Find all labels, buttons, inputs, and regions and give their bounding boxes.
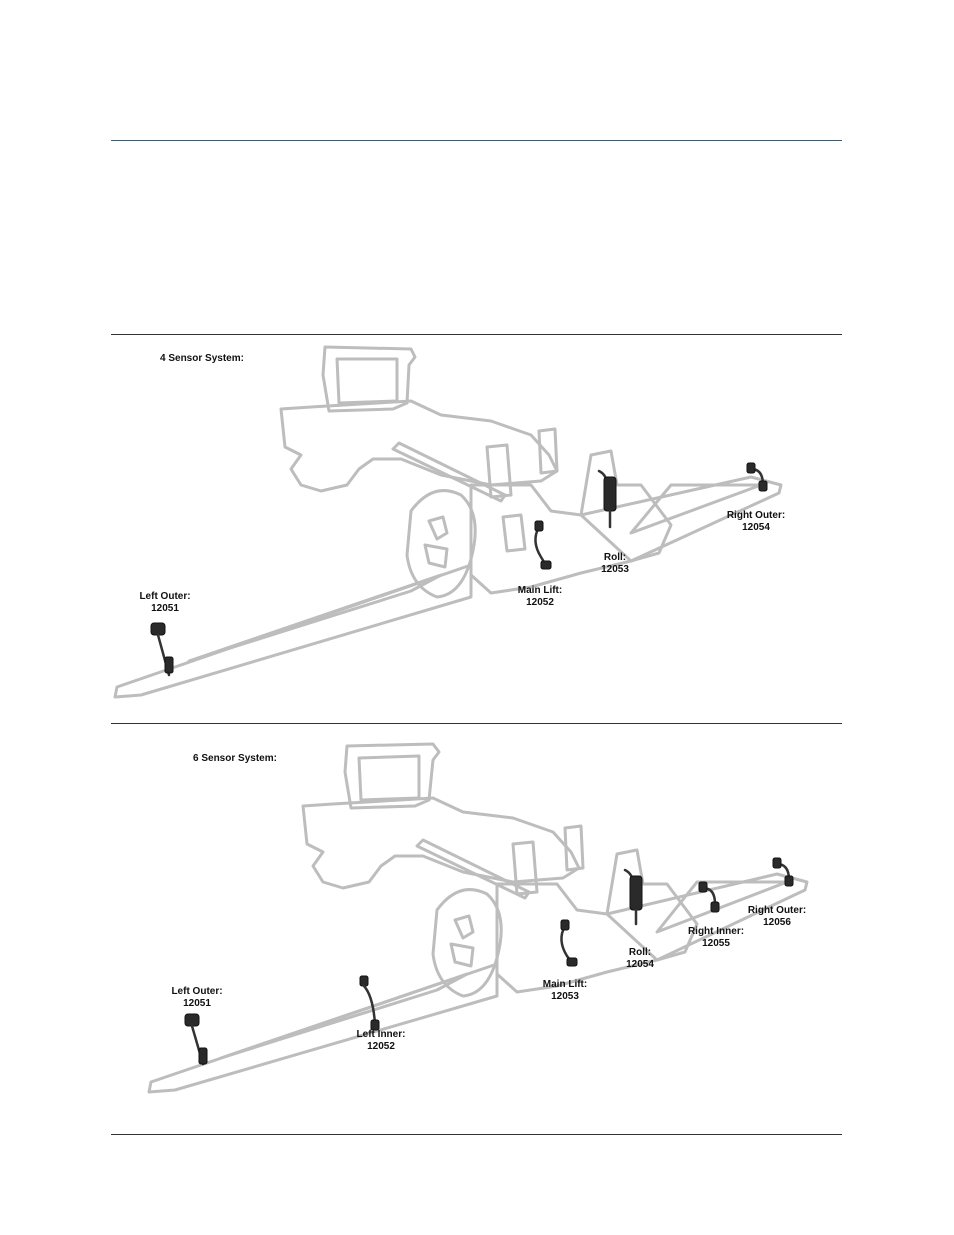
sensor-name: Left Outer: — [139, 591, 190, 603]
sensor-code: 12056 — [748, 917, 806, 929]
sensor-name: Main Lift: — [543, 979, 587, 991]
sensor-name: Roll: — [626, 947, 654, 959]
sensor-name: Left Inner: — [357, 1029, 406, 1041]
sensor-label-right-inner: Right Inner: 12055 — [688, 926, 744, 950]
sensor-label-main-lift: Main Lift: 12053 — [543, 979, 587, 1003]
sensor-name: Right Inner: — [688, 926, 744, 938]
sensor-label-left-inner: Left Inner: 12052 — [357, 1029, 406, 1053]
sensor-code: 12054 — [626, 959, 654, 971]
figure-title: 4 Sensor System: — [160, 353, 244, 364]
sensor-label-roll: Roll: 12054 — [626, 947, 654, 971]
sensor-label-left-outer: Left Outer: 12051 — [171, 986, 222, 1010]
sensor-code: 12052 — [357, 1041, 406, 1053]
figure-title: 6 Sensor System: — [193, 753, 277, 764]
figure-6-sensor-system: 6 Sensor System: Left Outer: 12051 Left … — [111, 724, 842, 1134]
sensor-code: 12054 — [727, 522, 785, 534]
sensor-label-main-lift: Main Lift: 12052 — [518, 585, 562, 609]
sensor-label-left-outer: Left Outer: 12051 — [139, 591, 190, 615]
sensor-name: Roll: — [601, 552, 629, 564]
figure-4-sensor-system: 4 Sensor System: Left Outer: 12051 Main … — [111, 335, 842, 723]
sensor-name: Right Outer: — [727, 510, 785, 522]
sensor-code: 12053 — [543, 991, 587, 1003]
sensor-name: Right Outer: — [748, 905, 806, 917]
sensor-code: 12051 — [139, 603, 190, 615]
sensor-label-right-outer: Right Outer: 12054 — [727, 510, 785, 534]
sensor-code: 12053 — [601, 564, 629, 576]
sensor-name: Main Lift: — [518, 585, 562, 597]
sensor-label-roll: Roll: 12053 — [601, 552, 629, 576]
sensor-code: 12051 — [171, 998, 222, 1010]
sensor-code: 12052 — [518, 597, 562, 609]
sensor-label-right-outer: Right Outer: 12056 — [748, 905, 806, 929]
sensor-code: 12055 — [688, 938, 744, 950]
sensor-name: Left Outer: — [171, 986, 222, 998]
figure-2-bottom-rule — [111, 1134, 842, 1135]
header-rule — [111, 140, 842, 141]
